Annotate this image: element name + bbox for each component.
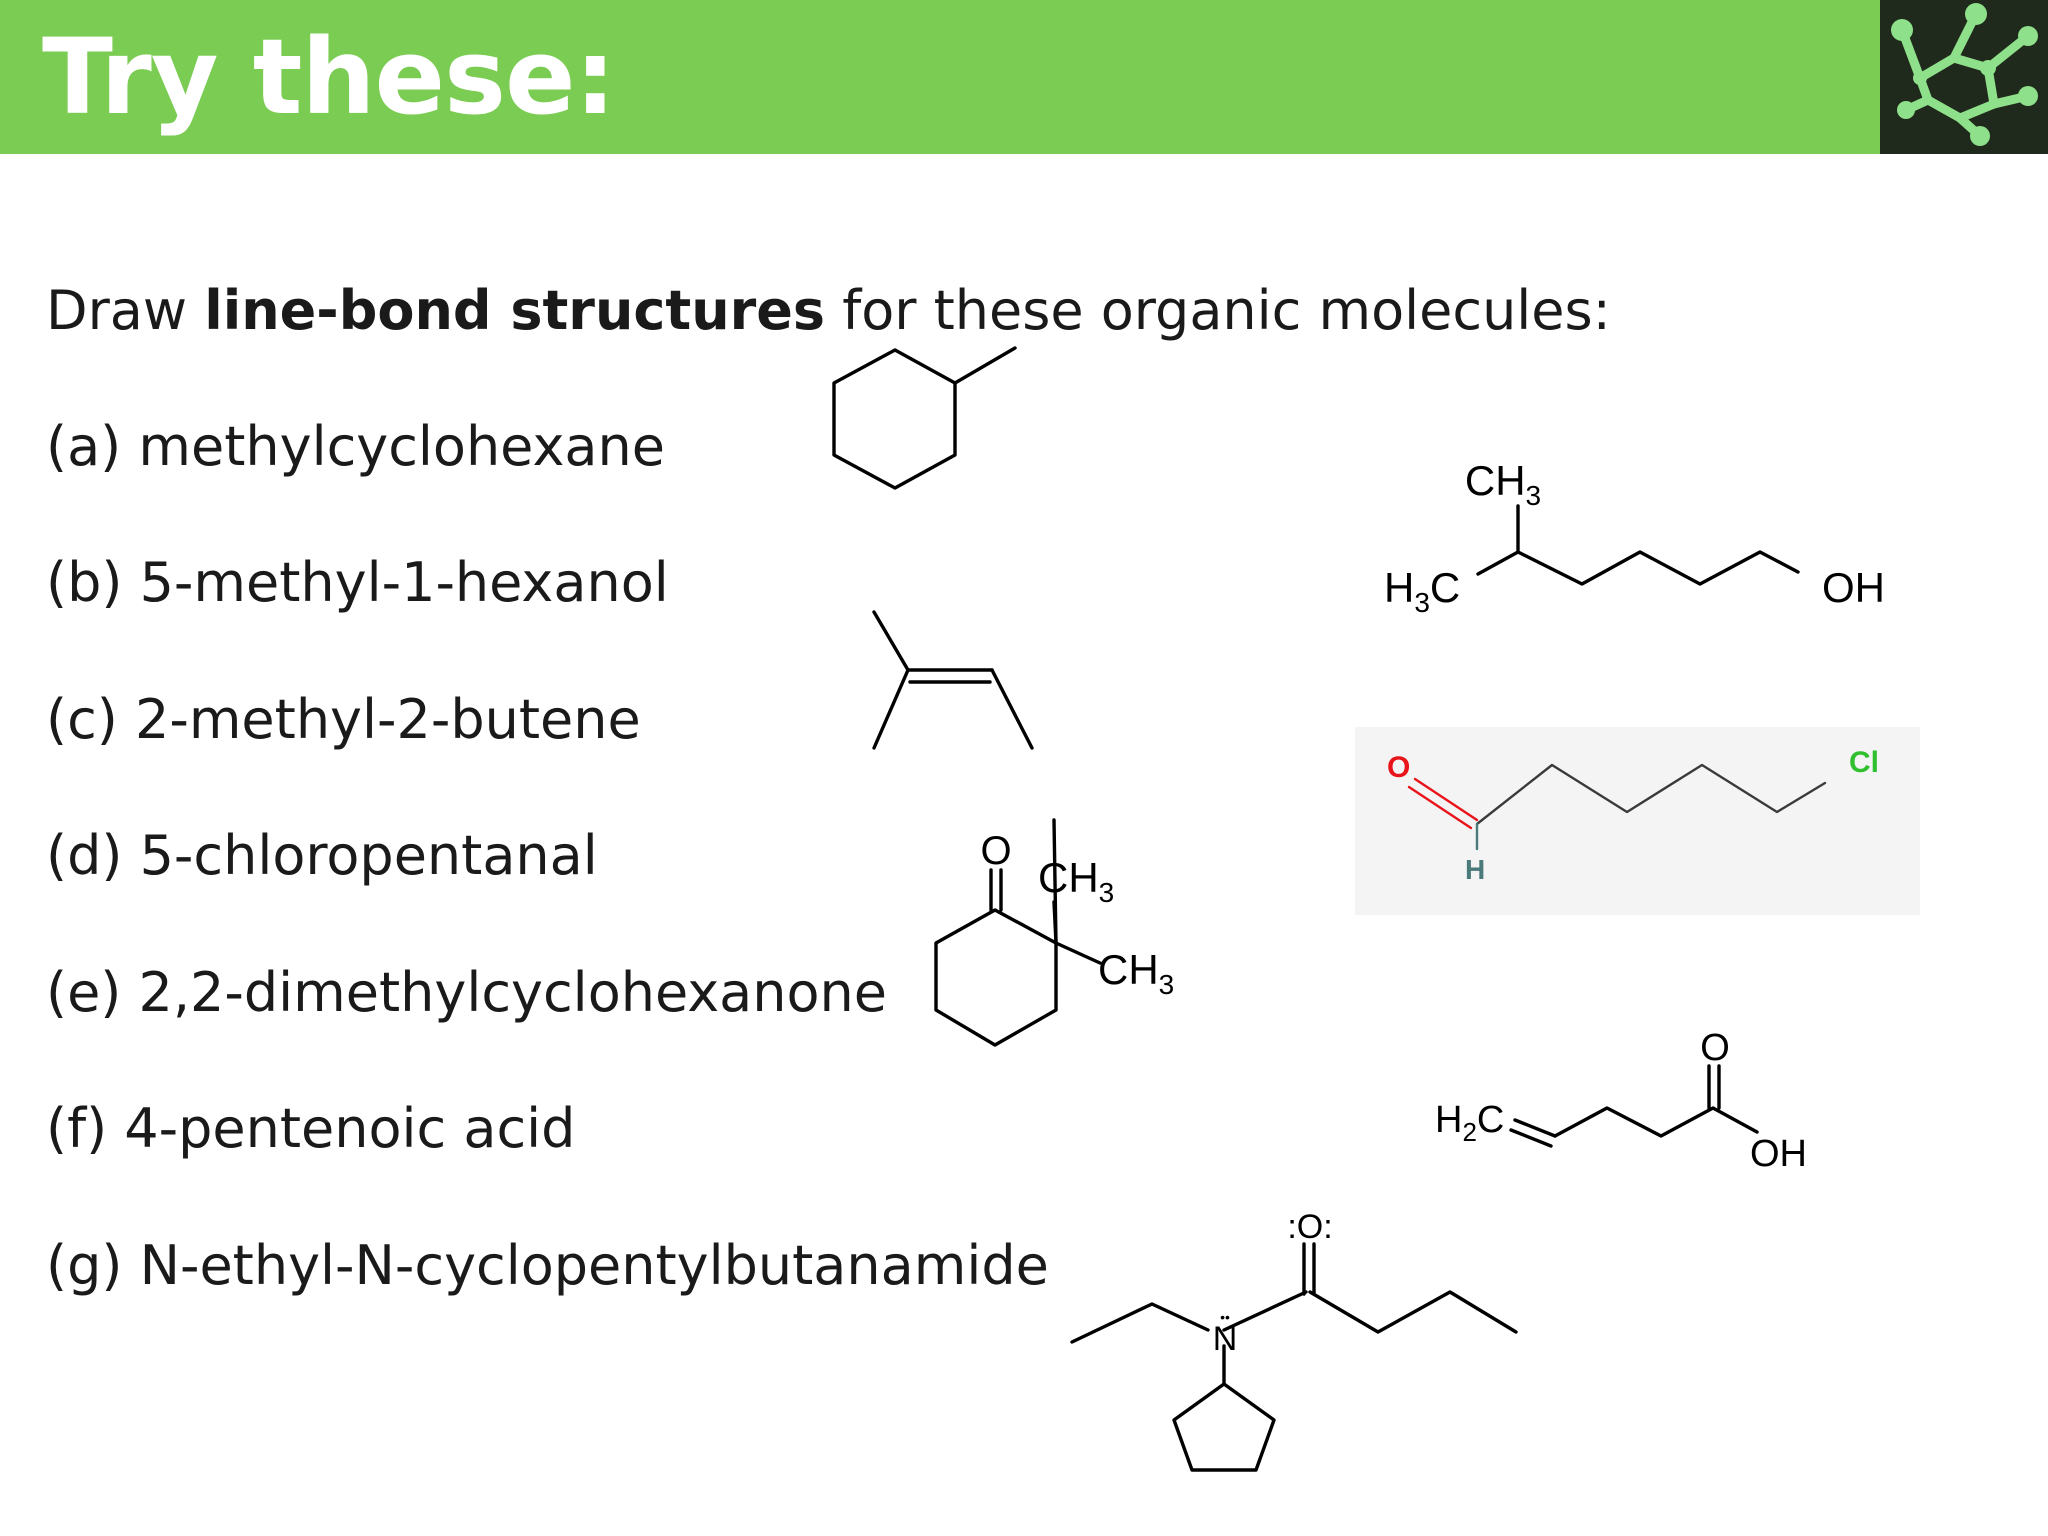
d-chlorine-label: Cl [1849, 746, 1879, 779]
g-nitrogen-label: N [1213, 1320, 1238, 1358]
d-oxygen-label: O [1387, 751, 1410, 784]
svg-text:H2C: H2C [1435, 1099, 1504, 1147]
e-methyl1-label: CH [1038, 854, 1099, 901]
item-g: (g) N-ethyl-N-cyclopentylbutanamide [46, 1234, 1049, 1297]
item-f: (f) 4-pentenoic acid [46, 1097, 576, 1160]
structure-b-methylhexanol: CH3 H3C OH [1384, 457, 1885, 618]
molecule-icon [1891, 3, 2038, 146]
g-oxygen-label: :O: [1287, 1208, 1332, 1246]
e-methyl2-label: CH [1098, 946, 1159, 993]
b-hydroxyl-label: OH [1822, 564, 1885, 611]
g-lone-pair: •• [1220, 1309, 1230, 1325]
structure-e-dimethylcyclohexanone: O CH3 CH3 [934, 818, 1174, 1047]
logo-panel [1880, 0, 2048, 154]
f-oxygen-label: O [1700, 1027, 1730, 1069]
slide-title: Try these: [42, 16, 616, 138]
b-top-label: CH [1465, 457, 1526, 504]
svg-text:CH3: CH3 [1465, 457, 1541, 511]
e-oxygen-label: O [980, 829, 1011, 873]
svg-text:H3C: H3C [1384, 564, 1460, 618]
structure-f-pentenoic-acid: O H2C OH [1435, 1027, 1807, 1175]
b-left-label: H [1384, 564, 1414, 611]
title-bar [0, 0, 1880, 154]
structure-d-chloropentanal: O H Cl [1387, 746, 1879, 885]
item-a: (a) methylcyclohexane [46, 415, 665, 478]
instructions: Draw line-bond structures for these orga… [46, 276, 1611, 346]
svg-text:CH3: CH3 [1098, 946, 1174, 1000]
f-vinyl-label: H [1435, 1099, 1462, 1141]
structure-c-methylbutene [872, 610, 1034, 750]
item-d: (d) 5-chloropentanal [46, 824, 598, 887]
structure-a-methylcyclohexane [832, 346, 1017, 490]
f-acid-label: OH [1750, 1133, 1807, 1175]
item-e: (e) 2,2-dimethylcyclohexanone [46, 961, 887, 1024]
item-c: (c) 2-methyl-2-butene [46, 688, 641, 751]
d-hydrogen-label: H [1465, 854, 1485, 885]
svg-text:CH3: CH3 [1038, 854, 1114, 908]
instructions-emphasis: line-bond structures [204, 279, 826, 342]
structure-d-panel [1355, 727, 1920, 915]
item-b: (b) 5-methyl-1-hexanol [46, 551, 669, 614]
instructions-prefix: Draw [46, 279, 205, 342]
instructions-suffix: for these organic molecules: [825, 279, 1611, 342]
structure-g-butanamide: :O: N •• [1070, 1208, 1518, 1472]
